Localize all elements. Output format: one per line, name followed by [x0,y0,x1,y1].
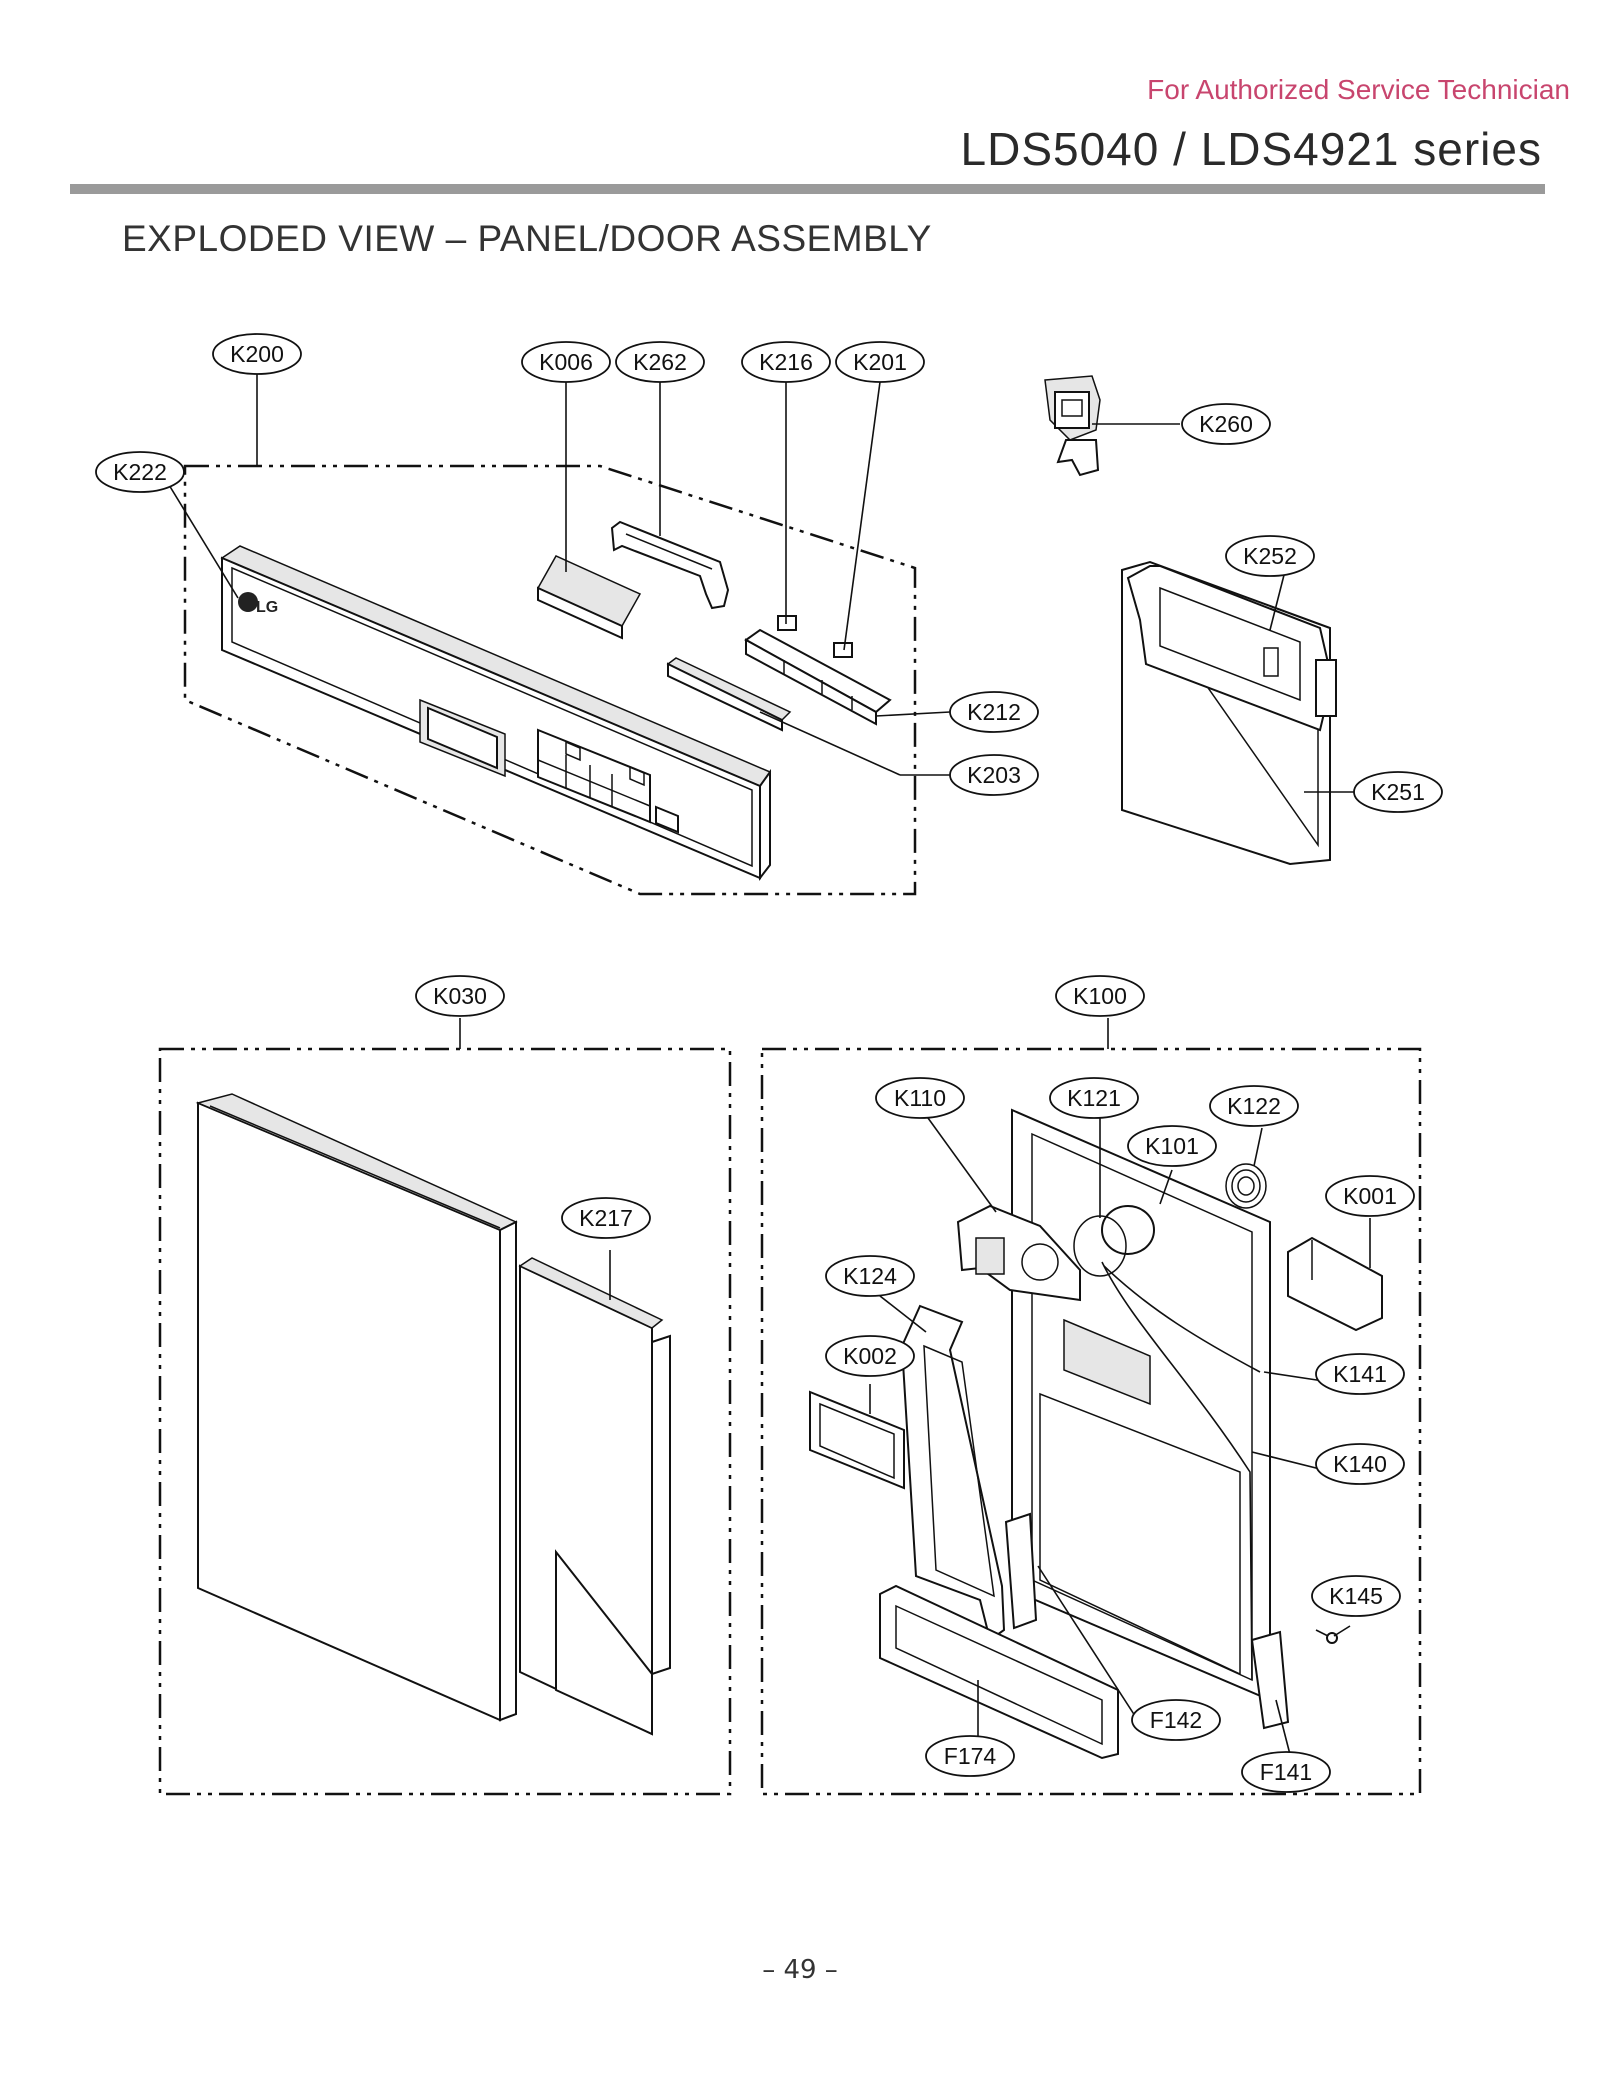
label-k141[interactable]: K141 [1315,1353,1405,1395]
lg-logo: LG [256,599,278,616]
label-text: K141 [1333,1361,1387,1387]
part-labels: K200 K222 K006 K262 K216 K201 K260 K252 … [95,333,1443,1793]
k002-gasket [809,1390,905,1490]
label-k110[interactable]: K110 [875,1077,965,1119]
k252-box-cover [1126,565,1337,732]
label-text: F141 [1260,1759,1312,1785]
label-k006[interactable]: K006 [521,341,611,383]
label-text: K212 [967,699,1021,725]
label-text: F142 [1150,1707,1202,1733]
label-f174[interactable]: F174 [925,1735,1015,1777]
page-title: EXPLODED VIEW – PANEL/DOOR ASSEMBLY [122,218,932,259]
label-k140[interactable]: K140 [1315,1443,1405,1485]
label-f141[interactable]: F141 [1241,1751,1331,1793]
header-rule [70,184,1545,194]
label-text: K262 [633,349,687,375]
label-k030[interactable]: K030 [415,975,505,1017]
k124-vent-duct [900,1304,1006,1642]
label-k251[interactable]: K251 [1353,771,1443,813]
page-number: – 49 – [762,1955,838,1985]
label-text: F174 [944,1743,997,1769]
label-text: K201 [853,349,907,375]
model-series-title: LDS5040 / LDS4921 series [960,123,1542,175]
k122-spiral [1225,1163,1267,1209]
label-k002[interactable]: K002 [825,1335,915,1377]
k001-module [1287,1236,1383,1332]
k262-part [610,520,730,610]
label-k252[interactable]: K252 [1225,535,1315,577]
label-k262[interactable]: K262 [615,341,705,383]
label-text: K006 [539,349,593,375]
label-text: K217 [579,1205,633,1231]
right-hinge [1250,1630,1290,1730]
label-text: K122 [1227,1093,1281,1119]
k101-inner-door-liner [1011,1108,1271,1702]
label-text: K030 [433,983,487,1009]
k110-detergent-dispenser [956,1204,1081,1302]
f174-strip [879,1584,1119,1760]
control-panel-part: LG [220,545,772,881]
label-text: K203 [967,762,1021,788]
k100-group-boundary [760,1047,1422,1796]
label-text: K216 [759,349,813,375]
inner-door-group [760,1047,1422,1796]
door-panel-group [158,1047,732,1796]
label-text: K110 [894,1085,946,1111]
left-hinge [1004,1512,1038,1630]
door-panel-part [195,1093,518,1722]
label-k216[interactable]: K216 [741,341,831,383]
label-k145[interactable]: K145 [1311,1575,1401,1617]
label-text: K124 [843,1263,897,1289]
label-k121[interactable]: K121 [1049,1077,1139,1119]
label-f142[interactable]: F142 [1131,1699,1221,1741]
label-k101[interactable]: K101 [1127,1125,1217,1167]
label-k124[interactable]: K124 [825,1255,915,1297]
k145-screw [1315,1629,1338,1644]
leader-lines [165,374,1371,1771]
label-text: K222 [113,459,167,485]
authorized-technician-note: For Authorized Service Technician [1147,74,1570,105]
label-k203[interactable]: K203 [949,754,1039,796]
label-k201[interactable]: K201 [835,341,925,383]
label-text: K100 [1073,983,1127,1009]
label-text: K101 [1145,1133,1199,1159]
label-text: K252 [1243,543,1297,569]
label-text: K001 [1343,1183,1397,1209]
label-k222[interactable]: K222 [95,451,185,493]
label-k212[interactable]: K212 [949,691,1039,733]
label-text: K200 [230,341,284,367]
label-k100[interactable]: K100 [1055,975,1145,1017]
k140-hose [1101,1261,1253,1681]
label-k200[interactable]: K200 [212,333,302,375]
k217-insulation-panel [518,1257,671,1736]
k203-part [666,657,792,732]
k141-hose [1103,1265,1261,1373]
label-text: K145 [1329,1583,1383,1609]
label-text: K260 [1199,411,1253,437]
label-k001[interactable]: K001 [1325,1175,1415,1217]
k260-door-latch [1044,375,1101,477]
control-panel-group: LG [183,464,917,896]
label-k217[interactable]: K217 [561,1197,651,1239]
label-text: K140 [1333,1451,1387,1477]
k030-group-boundary [158,1047,732,1796]
label-text: K121 [1067,1085,1121,1111]
k006-part [536,555,642,640]
label-text: K002 [843,1343,897,1369]
label-text: K251 [1371,779,1425,805]
label-k122[interactable]: K122 [1209,1085,1299,1127]
k200-group-boundary [183,464,917,896]
label-k260[interactable]: K260 [1181,403,1271,445]
k212-part [744,615,892,726]
